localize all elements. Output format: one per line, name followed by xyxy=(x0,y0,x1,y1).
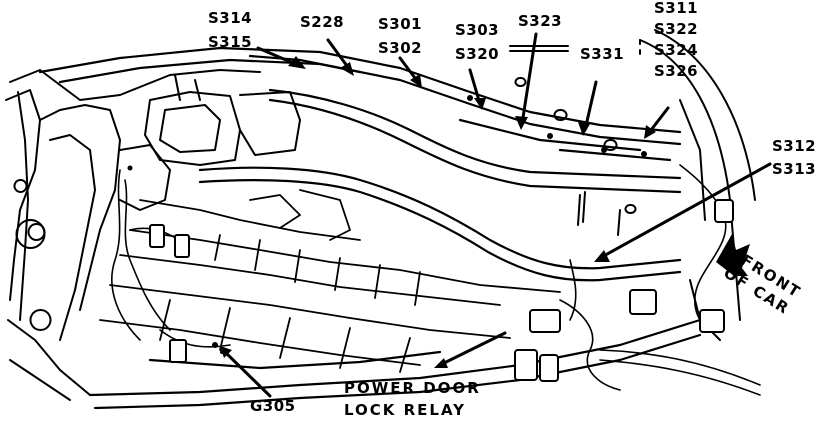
callout-s312-s313: S312 S313 xyxy=(772,138,816,178)
connectors xyxy=(149,199,734,382)
callout-s303-s320: S303 S320 xyxy=(455,22,499,63)
callout-s303: S303 xyxy=(455,21,500,39)
wiring-harness xyxy=(111,164,761,396)
callout-s323: S323 xyxy=(518,12,563,30)
callout-s326: S326 xyxy=(654,62,699,80)
callout-s312: S312 xyxy=(772,137,817,155)
relay-label-line2: LOCK RELAY xyxy=(344,401,467,419)
callout-s322: S322 xyxy=(654,20,699,38)
callout-arrowheads xyxy=(220,56,656,368)
callout-s314: S314 xyxy=(208,9,253,27)
callout-s311: S311 xyxy=(654,0,699,17)
callout-s301: S301 xyxy=(378,15,423,33)
front-of-car-arrow xyxy=(716,234,750,276)
callout-s302: S302 xyxy=(378,39,423,57)
callout-s324: S324 xyxy=(654,41,699,59)
marker-dashes xyxy=(509,39,641,55)
fasteners xyxy=(127,95,647,354)
callout-g305: G305 xyxy=(250,397,296,415)
rocker-sill xyxy=(88,318,702,410)
floor-pan xyxy=(99,189,561,373)
callout-s320: S320 xyxy=(455,45,500,63)
callout-s313: S313 xyxy=(772,160,817,178)
callout-s315: S315 xyxy=(208,33,253,51)
callout-s314-s315: S314 S315 xyxy=(208,10,252,51)
power-door-lock-relay-label: POWER DOOR LOCK RELAY xyxy=(344,378,481,420)
relay-label-line1: POWER DOOR xyxy=(344,379,481,397)
harness-rail xyxy=(198,88,682,282)
callout-s228: S228 xyxy=(300,13,345,31)
upper-bracket-area xyxy=(119,74,301,211)
callout-leaders xyxy=(223,32,772,398)
callout-s331: S331 xyxy=(580,45,625,63)
callout-s311-s326: S311 S322 S324 S326 xyxy=(654,0,698,79)
callout-s301-s302: S301 S302 xyxy=(378,16,422,57)
left-body-structure xyxy=(5,69,261,401)
